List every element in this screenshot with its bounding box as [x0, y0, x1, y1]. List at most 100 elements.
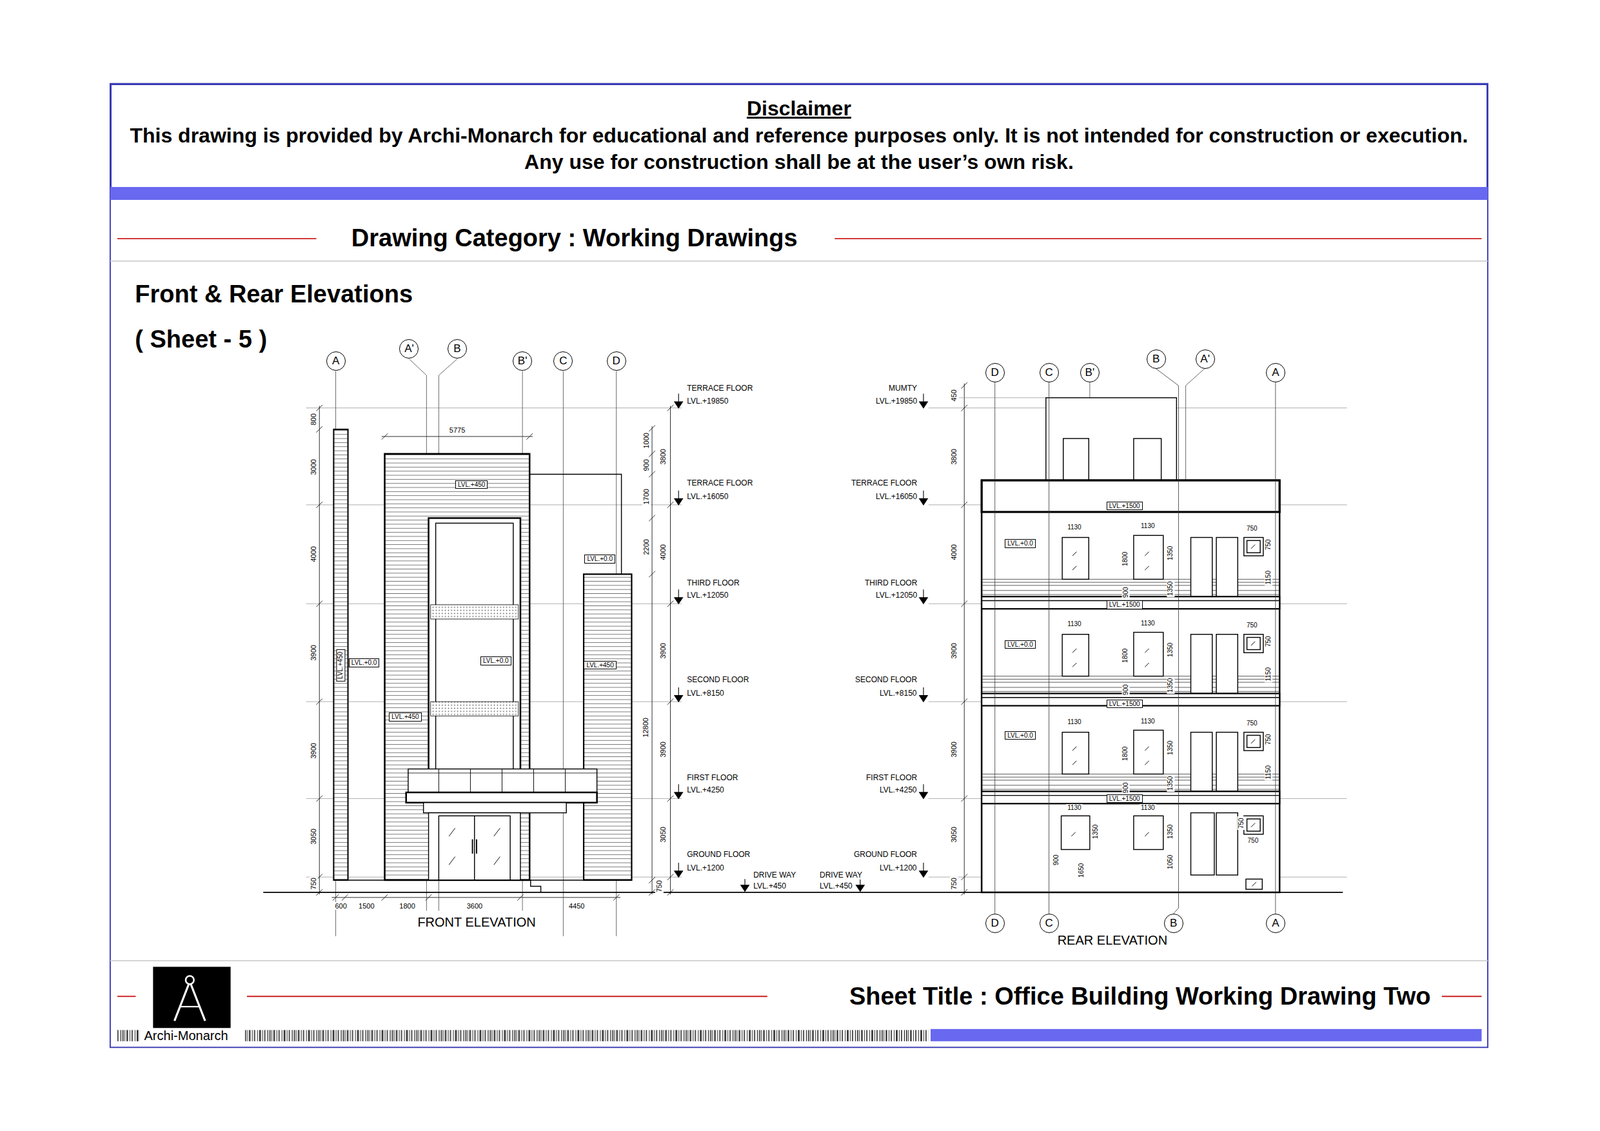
- dimension-text: 1700: [641, 487, 651, 506]
- dimension-text: 5775: [448, 426, 467, 435]
- level-marker: [674, 597, 683, 604]
- front-elevation-building: [428, 813, 521, 881]
- rear-elevation-building: [1247, 819, 1261, 832]
- level-label: TERRACE FLOOR: [685, 384, 754, 394]
- dimension-text: 750: [949, 876, 959, 891]
- category-heading: Drawing Category : Working Drawings: [350, 224, 800, 253]
- dimension-text: 4000: [659, 543, 668, 562]
- grid-bubble: D: [985, 363, 1005, 383]
- disclaimer-panel: DisclaimerThis drawing is provided by Ar…: [110, 83, 1488, 188]
- disclaimer-heading: Disclaimer: [746, 95, 852, 123]
- rear-elevation-building: [1046, 397, 1177, 481]
- level-tag: LVL.+1500: [1106, 794, 1143, 804]
- level-marker: [674, 393, 928, 892]
- sheet-number: ( Sheet - 5 ): [133, 325, 269, 355]
- level-label: LVL.+16050: [685, 492, 730, 502]
- grid-letter: A': [404, 342, 415, 356]
- grid-letter: A: [332, 354, 340, 368]
- grid-letter: A: [1271, 917, 1279, 930]
- grid-letter: C: [559, 354, 567, 368]
- grid-letter: B': [517, 354, 528, 368]
- grid-letter: D: [991, 366, 999, 380]
- rear-elevation-building: [981, 535, 1280, 609]
- level-tag: LVL.+450: [388, 712, 422, 722]
- front-elevation-building: [564, 769, 566, 793]
- dimension-text: 1130: [1066, 620, 1083, 629]
- logo-mark: [152, 966, 231, 1028]
- front-elevation-building: [475, 839, 478, 854]
- grid-letter: C: [1044, 917, 1053, 930]
- dimension-line: [381, 435, 533, 437]
- dimension-line: [958, 397, 1046, 398]
- dimension-text: 1150: [1264, 569, 1273, 587]
- dimension-line: [651, 426, 653, 895]
- level-tag: LVL.+0.0: [584, 554, 616, 564]
- dimension-text: 1130: [1139, 619, 1157, 628]
- front-elevation-building: [423, 802, 567, 814]
- level-tag: LVL.+0.0: [1004, 640, 1036, 650]
- level-marker: [674, 498, 683, 505]
- level-marker: [919, 871, 929, 878]
- dimension-text: 900: [1121, 780, 1130, 795]
- grid-bubble: C: [553, 351, 573, 371]
- sheet-frame: [930, 1029, 1482, 1042]
- grid-bubble: D: [985, 913, 1005, 934]
- level-label: LVL.+12050: [685, 591, 730, 601]
- dimension-text: 1150: [1264, 666, 1273, 683]
- dimension-text: 3600: [465, 902, 484, 911]
- grid-letter: D: [991, 917, 999, 930]
- dimension-text: 3800: [949, 447, 959, 466]
- dimension-text: 1130: [1066, 523, 1083, 532]
- level-label: TERRACE FLOOR: [685, 479, 754, 489]
- rear-elevation-building: [1063, 438, 1090, 481]
- front-elevation-building: [501, 769, 503, 793]
- level-tag-text: LVL.+0.0: [1007, 641, 1034, 649]
- sheet-frame: [110, 83, 1488, 1048]
- dimension-text: 1800: [397, 902, 416, 911]
- grid-line-connector: [1156, 368, 1179, 914]
- level-tag: LVL.+0.0: [348, 658, 380, 668]
- dimension-text: 1130: [1139, 804, 1157, 812]
- front-elevation-building: [448, 828, 500, 865]
- sheet-title: Sheet Title : Office Building Working Dr…: [848, 982, 1432, 1012]
- dimension-text: 750: [1264, 733, 1273, 747]
- sheet-frame: [110, 960, 1488, 962]
- level-label: TERRACE FLOOR: [849, 479, 919, 489]
- dimension-text: 750: [1245, 621, 1259, 630]
- level-tag-text: LVL.+0.0: [483, 657, 509, 665]
- level-tag: LVL.+450: [455, 480, 488, 490]
- rear-elevation-building: [1071, 822, 1256, 887]
- level-tag-text: LVL.+1500: [1109, 795, 1141, 803]
- level-marker: [919, 498, 929, 505]
- dimension-text: 3900: [659, 740, 668, 760]
- level-tag: LVL.+0.0: [1004, 731, 1036, 741]
- level-tag: LVL.+0.0: [480, 656, 512, 666]
- dimension-text: 1130: [1066, 718, 1083, 727]
- level-tag-text: LVL.+450: [457, 481, 485, 489]
- logo-mark: [185, 976, 195, 985]
- grid-letter: B: [453, 342, 461, 356]
- dimension-text: 1800: [1122, 647, 1130, 665]
- sheet-frame: [245, 1029, 929, 1041]
- level-label: LVL.+12050: [874, 591, 919, 601]
- level-tag: LVL.+450: [583, 661, 616, 671]
- front-elevation-building: [408, 772, 598, 774]
- sheet-frame: [1441, 995, 1482, 998]
- rear-elevation-building: [981, 632, 1280, 707]
- rear-elevation-building: [981, 397, 1280, 893]
- grid-bubble: D: [606, 351, 627, 371]
- logo-mark: [152, 966, 231, 1028]
- level-tag-text: LVL.+0.0: [351, 659, 378, 667]
- level-label: LVL.+1200: [878, 864, 919, 874]
- front-elevation-building: [406, 792, 598, 803]
- dimension-text: 3050: [659, 825, 668, 844]
- dimension-text: 1350: [1166, 544, 1175, 562]
- view-title: REAR ELEVATION: [1056, 933, 1169, 949]
- level-tag: LVL.+0.0: [1004, 539, 1036, 549]
- front-elevation-building: [385, 454, 531, 881]
- dimension-text: 3000: [309, 457, 318, 476]
- grid-letter: C: [1044, 366, 1053, 380]
- grid-bubble: B: [1146, 349, 1166, 369]
- dimension-text: 1350: [1166, 641, 1175, 659]
